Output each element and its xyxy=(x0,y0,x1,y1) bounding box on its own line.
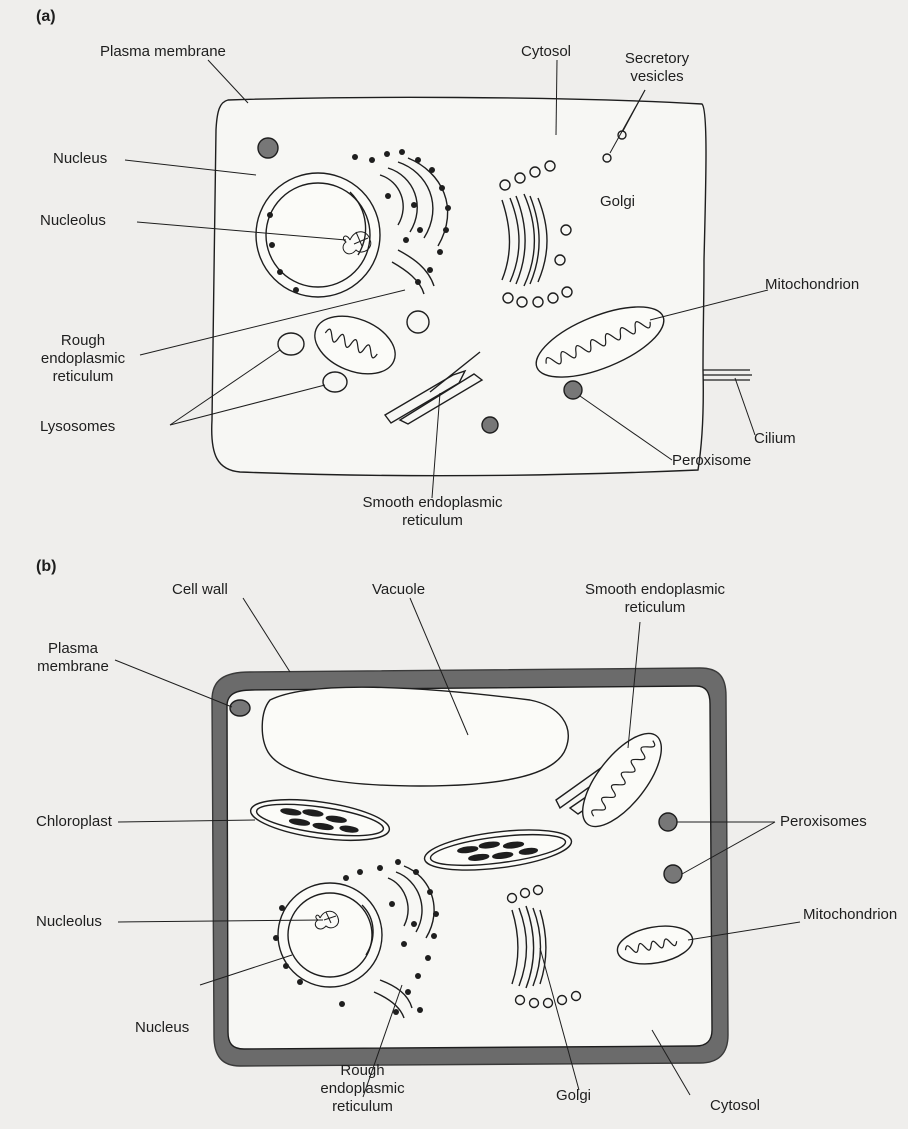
label-plasma-membrane-b-line2: membrane xyxy=(28,658,118,676)
label-secretory-vesicles: Secretory vesicles xyxy=(612,50,702,86)
label-rough-er-a-line1: Rough xyxy=(28,332,138,350)
label-vacuole: Vacuole xyxy=(372,581,425,599)
dark-vesicle-a xyxy=(482,417,498,433)
label-smooth-er-a-line1: Smooth endoplasmic xyxy=(310,494,555,512)
label-rough-er-b-line3: reticulum xyxy=(305,1098,420,1116)
label-cell-wall: Cell wall xyxy=(172,581,228,599)
label-rough-er-b-line1: Rough xyxy=(305,1062,420,1080)
label-lysosomes: Lysosomes xyxy=(40,418,115,436)
label-plasma-membrane-b: Plasma membrane xyxy=(28,640,118,676)
vacuole xyxy=(262,687,568,786)
label-nucleus-b: Nucleus xyxy=(135,1019,189,1037)
label-cytosol-b: Cytosol xyxy=(710,1097,760,1115)
label-mitochondrion-a: Mitochondrion xyxy=(765,276,859,294)
label-nucleolus-a: Nucleolus xyxy=(40,212,106,230)
label-mitochondrion-b: Mitochondrion xyxy=(803,906,897,924)
label-nucleus-a: Nucleus xyxy=(53,150,107,168)
plant-cell xyxy=(212,668,728,1066)
peroxisome-a xyxy=(564,381,582,399)
cilium xyxy=(703,370,752,380)
label-rough-er-a-line3: reticulum xyxy=(28,368,138,386)
label-cytosol-a: Cytosol xyxy=(521,43,571,61)
label-rough-er-a-line2: endoplasmic xyxy=(28,350,138,368)
label-rough-er-a: Rough endoplasmic reticulum xyxy=(28,332,138,386)
label-golgi-a: Golgi xyxy=(600,193,635,211)
label-smooth-er-a: Smooth endoplasmic reticulum xyxy=(310,494,555,530)
label-plasma-membrane-a: Plasma membrane xyxy=(100,43,226,61)
label-smooth-er-b-line1: Smooth endoplasmic xyxy=(560,581,750,599)
peroxisome-b-2 xyxy=(659,813,677,831)
nucleus-a xyxy=(256,173,380,297)
peroxisome-b-3 xyxy=(664,865,682,883)
panel-b-tag: (b) xyxy=(36,558,56,576)
nucleus-b xyxy=(278,883,382,987)
peroxisome-b-1 xyxy=(230,700,250,716)
animal-cell xyxy=(212,97,752,475)
lysosome-a-1 xyxy=(258,138,278,158)
label-nucleolus-b: Nucleolus xyxy=(36,913,102,931)
label-peroxisomes: Peroxisomes xyxy=(780,813,867,831)
label-peroxisome: Peroxisome xyxy=(672,452,751,470)
label-smooth-er-a-line2: reticulum xyxy=(310,512,555,530)
label-smooth-er-b: Smooth endoplasmic reticulum xyxy=(560,581,750,617)
label-secretory-vesicles-line2: vesicles xyxy=(612,68,702,86)
label-chloroplast: Chloroplast xyxy=(36,813,112,831)
label-rough-er-b-line2: endoplasmic xyxy=(305,1080,420,1098)
label-secretory-vesicles-line1: Secretory xyxy=(612,50,702,68)
panel-a-tag: (a) xyxy=(36,8,56,26)
label-rough-er-b: Rough endoplasmic reticulum xyxy=(305,1062,420,1116)
label-cilium: Cilium xyxy=(754,430,796,448)
label-smooth-er-b-line2: reticulum xyxy=(560,599,750,617)
label-golgi-b: Golgi xyxy=(556,1087,591,1105)
label-plasma-membrane-b-line1: Plasma xyxy=(28,640,118,658)
